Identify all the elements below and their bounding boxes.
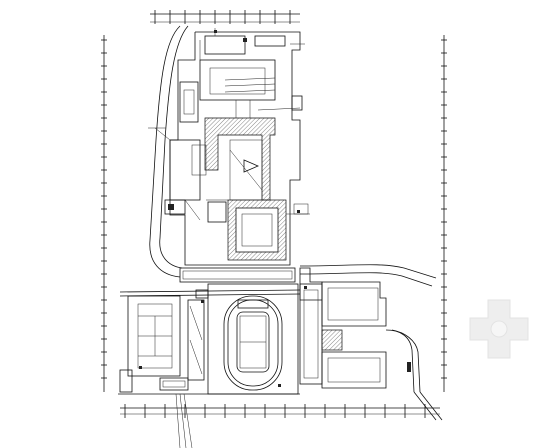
right-dimension-line xyxy=(441,35,447,392)
watermark-emblem xyxy=(469,299,529,359)
left-dimension-line xyxy=(101,35,107,392)
access-road xyxy=(148,25,189,278)
running-track xyxy=(207,283,299,395)
bleachers xyxy=(187,289,209,381)
top-dimension-line xyxy=(150,10,300,24)
leader-lines xyxy=(175,393,193,448)
device-markers xyxy=(139,30,307,387)
bottom-dimension-line xyxy=(120,404,440,418)
lower-site-band xyxy=(119,267,301,297)
east-buildings xyxy=(299,264,443,421)
main-building-complex xyxy=(164,31,309,266)
outbuilding xyxy=(118,369,300,395)
tennis-court xyxy=(127,295,181,377)
